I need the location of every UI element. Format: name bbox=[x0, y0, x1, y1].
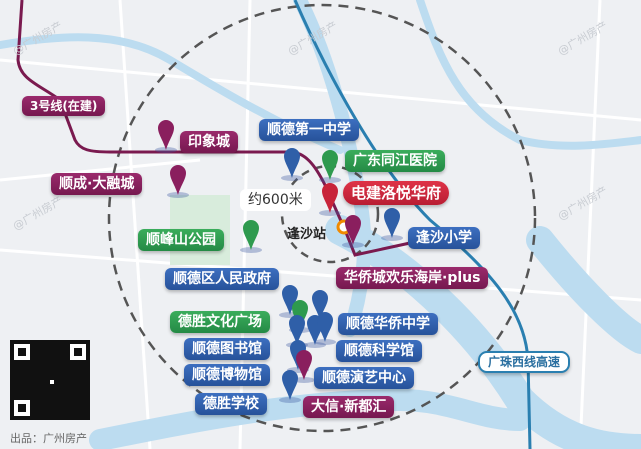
label-line3[interactable]: 3号线(在建) bbox=[22, 96, 106, 116]
label-desheng-school[interactable]: 德胜学校 bbox=[195, 393, 267, 415]
label-museum[interactable]: 顺德博物馆 bbox=[184, 364, 270, 386]
label-shunfengshan-park[interactable]: 顺峰山公园 bbox=[138, 229, 224, 251]
qr-pattern bbox=[10, 340, 90, 420]
map-pin-icon[interactable] bbox=[170, 165, 186, 195]
metro-line-3 bbox=[16, 0, 411, 257]
map-pin-icon[interactable] bbox=[345, 215, 361, 245]
label-octcity-plus[interactable]: 华侨城欢乐海岸·plus bbox=[336, 267, 489, 289]
map-pin-icon[interactable] bbox=[292, 300, 308, 330]
label-dianjian-luoyue[interactable]: 电建洛悦华府 bbox=[343, 181, 450, 205]
map-pin-icon[interactable] bbox=[317, 312, 333, 342]
map-pin-icon[interactable] bbox=[312, 290, 328, 320]
map-pin-icon[interactable] bbox=[158, 120, 174, 150]
qr-code[interactable] bbox=[10, 340, 90, 420]
label-daxin-xinduhui[interactable]: 大信·新都汇 bbox=[303, 396, 395, 418]
map-pin-icon[interactable] bbox=[384, 208, 400, 238]
label-library[interactable]: 顺德图书馆 bbox=[184, 338, 270, 360]
map-pin-icon[interactable] bbox=[322, 183, 338, 213]
map-pin-icon[interactable] bbox=[282, 285, 298, 315]
label-distance: 约600米 bbox=[240, 189, 311, 211]
label-district-government[interactable]: 顺德区人民政府 bbox=[165, 268, 279, 290]
radius-circle bbox=[107, 3, 537, 433]
map-pin-icon[interactable] bbox=[243, 220, 259, 250]
expressway-line bbox=[293, 0, 532, 449]
label-fengsha-station[interactable]: 逢沙站 bbox=[287, 227, 327, 242]
label-yinxiangcheng[interactable]: 印象城 bbox=[180, 131, 238, 153]
label-huaqiao-middle[interactable]: 顺德华侨中学 bbox=[338, 313, 438, 335]
map-pin-icon[interactable] bbox=[296, 350, 312, 380]
map-pin-icon[interactable] bbox=[322, 150, 338, 180]
label-guangzhu-expressway[interactable]: 广珠西线高速 bbox=[478, 351, 571, 373]
label-shuncheng-darongcheng[interactable]: 顺成·大融城 bbox=[51, 173, 143, 195]
label-desheng-plaza[interactable]: 德胜文化广场 bbox=[170, 311, 270, 333]
map-pin-icon[interactable] bbox=[289, 315, 305, 345]
credit-text: 出品：广州房产 bbox=[10, 432, 87, 445]
map-pin-icon[interactable] bbox=[284, 148, 300, 178]
label-science-museum[interactable]: 顺德科学馆 bbox=[336, 340, 422, 362]
label-fengsha-primary[interactable]: 逢沙小学 bbox=[408, 227, 480, 249]
map-pin-icon[interactable] bbox=[282, 370, 298, 400]
label-shunde-no1-middle[interactable]: 顺德第一中学 bbox=[259, 119, 359, 141]
label-tongjiang-hospital[interactable]: 广东同江医院 bbox=[345, 150, 445, 172]
map-pins bbox=[155, 120, 403, 403]
label-performing-arts[interactable]: 顺德演艺中心 bbox=[314, 367, 414, 389]
